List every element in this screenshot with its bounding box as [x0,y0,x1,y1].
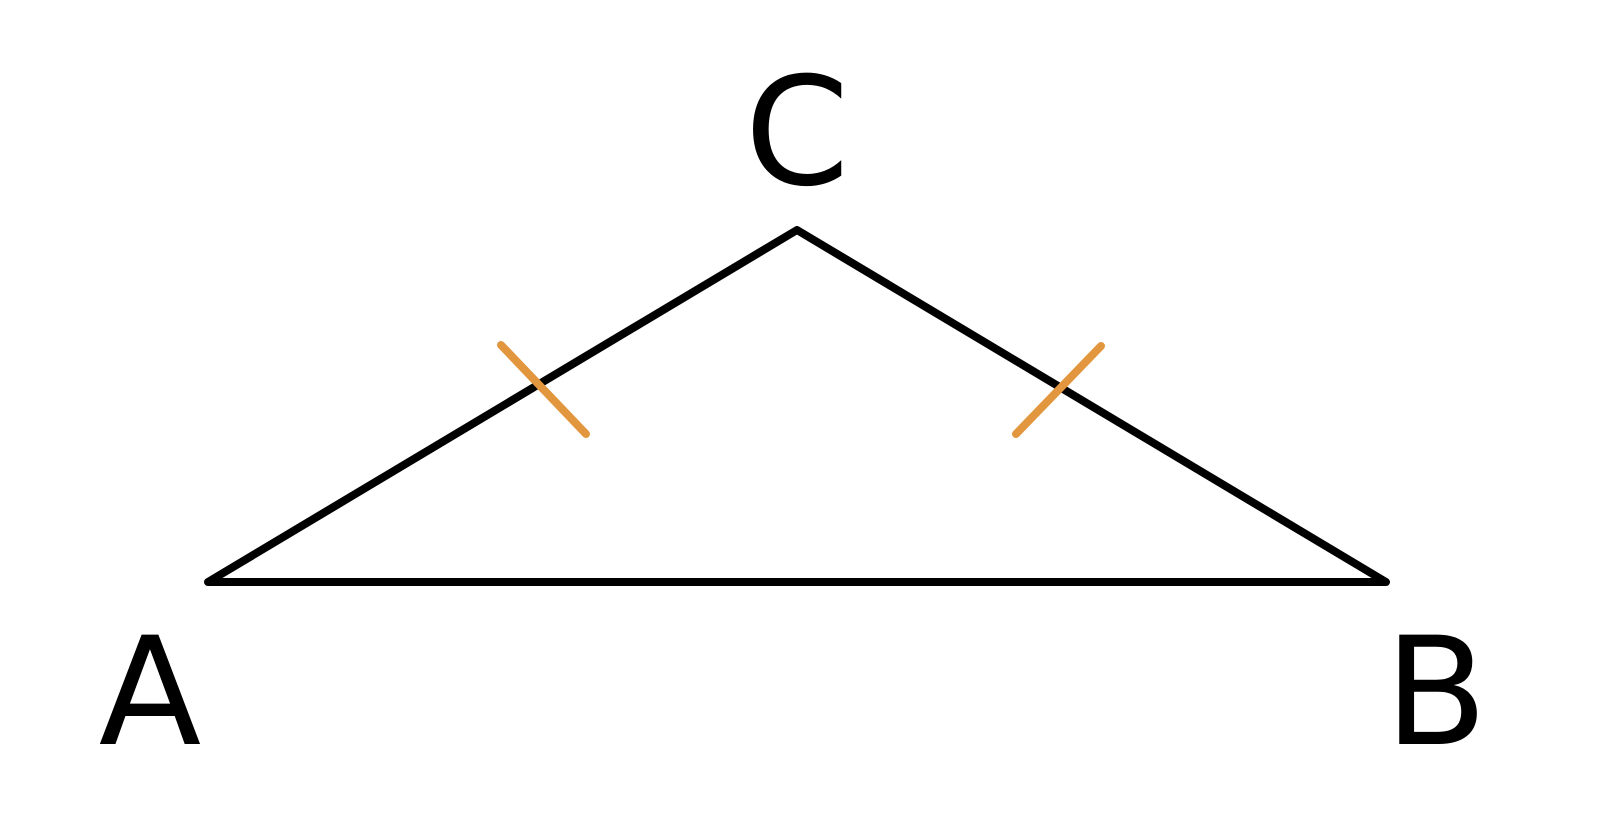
triangle [204,226,1390,586]
vertex-label-a: A [99,606,202,780]
tick-mark-side-ac [497,341,590,438]
tick-mark-side-bc [1012,342,1105,438]
vertex-label-c: C [745,46,850,220]
vertex-label-b: B [1385,606,1488,780]
